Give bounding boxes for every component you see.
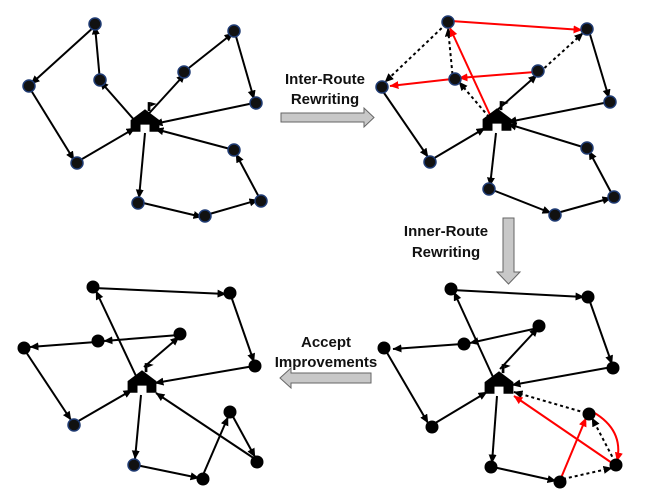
- route-edges: [28, 25, 261, 219]
- depot-icon: [482, 101, 512, 131]
- inter-route-label-line2: Rewriting: [291, 91, 359, 108]
- accept-label-line1: Accept: [301, 334, 351, 351]
- customer-node: [548, 208, 562, 222]
- removed-edges: [384, 23, 584, 118]
- panel-accepted: [17, 280, 264, 486]
- customer-node: [581, 290, 595, 304]
- customer-node: [484, 460, 498, 474]
- route-edges: [23, 287, 256, 481]
- customer-node: [223, 405, 237, 419]
- customer-node: [482, 182, 496, 196]
- customer-node: [531, 64, 545, 78]
- process-arrow-right: [280, 106, 375, 129]
- customer-node: [91, 334, 105, 348]
- customer-node: [17, 341, 31, 355]
- customer-node: [254, 194, 268, 208]
- customer-node: [582, 407, 596, 421]
- customer-node: [248, 359, 262, 373]
- customer-node: [425, 420, 439, 434]
- accept-label-line2: Improvements: [275, 354, 378, 371]
- customer-node: [603, 95, 617, 109]
- customer-node: [375, 80, 389, 94]
- customer-node: [607, 190, 621, 204]
- customer-node: [131, 196, 145, 210]
- inner-route-label-line1: Inner-Route: [404, 223, 488, 240]
- customer-node: [441, 15, 455, 29]
- customer-nodes: [377, 282, 623, 489]
- customer-node: [250, 455, 264, 469]
- customer-node: [223, 286, 237, 300]
- customer-nodes: [375, 15, 621, 222]
- customer-node: [127, 458, 141, 472]
- customer-node: [377, 341, 391, 355]
- customer-node: [173, 327, 187, 341]
- removed-edges: [513, 390, 616, 480]
- customer-node: [196, 472, 210, 486]
- customer-node: [227, 24, 241, 38]
- customer-node: [444, 282, 458, 296]
- customer-node: [609, 458, 623, 472]
- customer-node: [227, 143, 241, 157]
- customer-node: [22, 79, 36, 93]
- customer-nodes: [22, 17, 268, 223]
- customer-node: [177, 65, 191, 79]
- panel-initial: [22, 17, 268, 223]
- route-edges: [385, 289, 613, 484]
- customer-node: [93, 73, 107, 87]
- customer-node: [448, 72, 462, 86]
- customer-node: [67, 418, 81, 432]
- customer-node: [198, 209, 212, 223]
- customer-node: [606, 361, 620, 375]
- panel-after-inter-route: [375, 15, 621, 222]
- inter-route-label-line1: Inter-Route: [285, 71, 365, 88]
- panel-after-inner-route: [377, 282, 623, 489]
- process-arrow-left: [279, 366, 372, 390]
- process-arrow-down: [495, 217, 522, 285]
- customer-node: [70, 156, 84, 170]
- customer-node: [457, 337, 471, 351]
- customer-node: [553, 475, 567, 489]
- new-edges: [389, 20, 583, 118]
- customer-nodes: [17, 280, 264, 486]
- customer-node: [249, 96, 263, 110]
- customer-node: [86, 280, 100, 294]
- customer-node: [532, 319, 546, 333]
- customer-node: [423, 155, 437, 169]
- inner-route-label-line2: Rewriting: [412, 244, 480, 261]
- customer-node: [88, 17, 102, 31]
- customer-node: [580, 141, 594, 155]
- customer-node: [580, 22, 594, 36]
- new-edges: [513, 395, 623, 479]
